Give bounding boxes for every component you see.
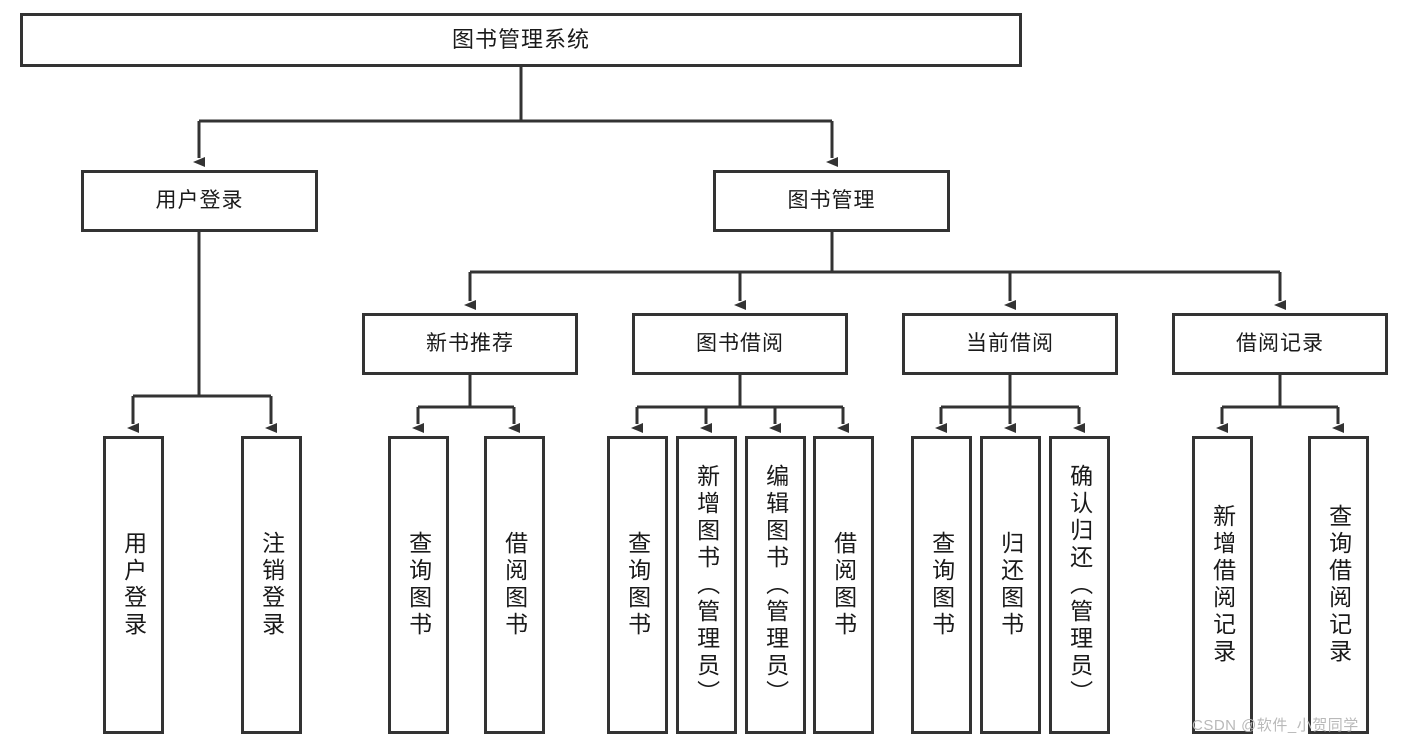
node-label: 借阅图书 xyxy=(830,531,857,639)
leaf-new-book-query[interactable]: 查询图书 xyxy=(388,436,449,734)
node-book-management[interactable]: 图书管理 xyxy=(713,170,950,232)
leaf-borrow-record-add[interactable]: 新增借阅记录 xyxy=(1192,436,1253,734)
watermark: CSDN @软件_小贺同学 xyxy=(1192,717,1359,734)
node-label: 当前借阅 xyxy=(966,331,1054,355)
leaf-user-login-logout[interactable]: 注销登录 xyxy=(241,436,302,734)
node-label: 借阅记录 xyxy=(1236,331,1324,355)
node-label: 查询借阅记录 xyxy=(1325,504,1352,666)
leaf-book-borrow-query[interactable]: 查询图书 xyxy=(607,436,668,734)
node-label: 查询图书 xyxy=(405,531,432,639)
node-label: 新增借阅记录 xyxy=(1209,504,1236,666)
node-label: 注销登录 xyxy=(258,531,285,639)
leaf-borrow-record-query[interactable]: 查询借阅记录 xyxy=(1308,436,1369,734)
leaf-book-borrow-edit[interactable]: 编辑图书（管理员） xyxy=(745,436,806,734)
leaf-current-borrow-confirm-return[interactable]: 确认归还（管理员） xyxy=(1049,436,1110,734)
leaf-current-borrow-query[interactable]: 查询图书 xyxy=(911,436,972,734)
node-label: 图书管理 xyxy=(787,188,876,212)
node-user-login[interactable]: 用户登录 xyxy=(81,170,318,232)
node-label: 查询图书 xyxy=(624,531,651,639)
node-label: 查询图书 xyxy=(928,531,955,639)
leaf-user-login-login[interactable]: 用户登录 xyxy=(103,436,164,734)
node-label: 归还图书 xyxy=(997,531,1024,639)
node-label: 借阅图书 xyxy=(501,531,528,639)
node-label: 用户登录 xyxy=(120,531,147,639)
leaf-new-book-borrow[interactable]: 借阅图书 xyxy=(484,436,545,734)
node-label: 图书借阅 xyxy=(696,331,784,355)
node-label: 确认归还（管理员） xyxy=(1066,463,1093,707)
node-new-book-recommend[interactable]: 新书推荐 xyxy=(362,313,578,375)
leaf-current-borrow-return[interactable]: 归还图书 xyxy=(980,436,1041,734)
node-root-system[interactable]: 图书管理系统 xyxy=(20,13,1022,67)
leaf-book-borrow-borrow[interactable]: 借阅图书 xyxy=(813,436,874,734)
leaf-book-borrow-add[interactable]: 新增图书（管理员） xyxy=(676,436,737,734)
node-label: 图书管理系统 xyxy=(451,27,590,53)
node-label: 用户登录 xyxy=(155,188,244,212)
node-label: 新书推荐 xyxy=(426,331,514,355)
node-book-borrow[interactable]: 图书借阅 xyxy=(632,313,848,375)
node-label: 新增图书（管理员） xyxy=(693,463,720,707)
node-label: 编辑图书（管理员） xyxy=(762,463,789,707)
node-borrow-record[interactable]: 借阅记录 xyxy=(1172,313,1388,375)
node-current-borrow[interactable]: 当前借阅 xyxy=(902,313,1118,375)
